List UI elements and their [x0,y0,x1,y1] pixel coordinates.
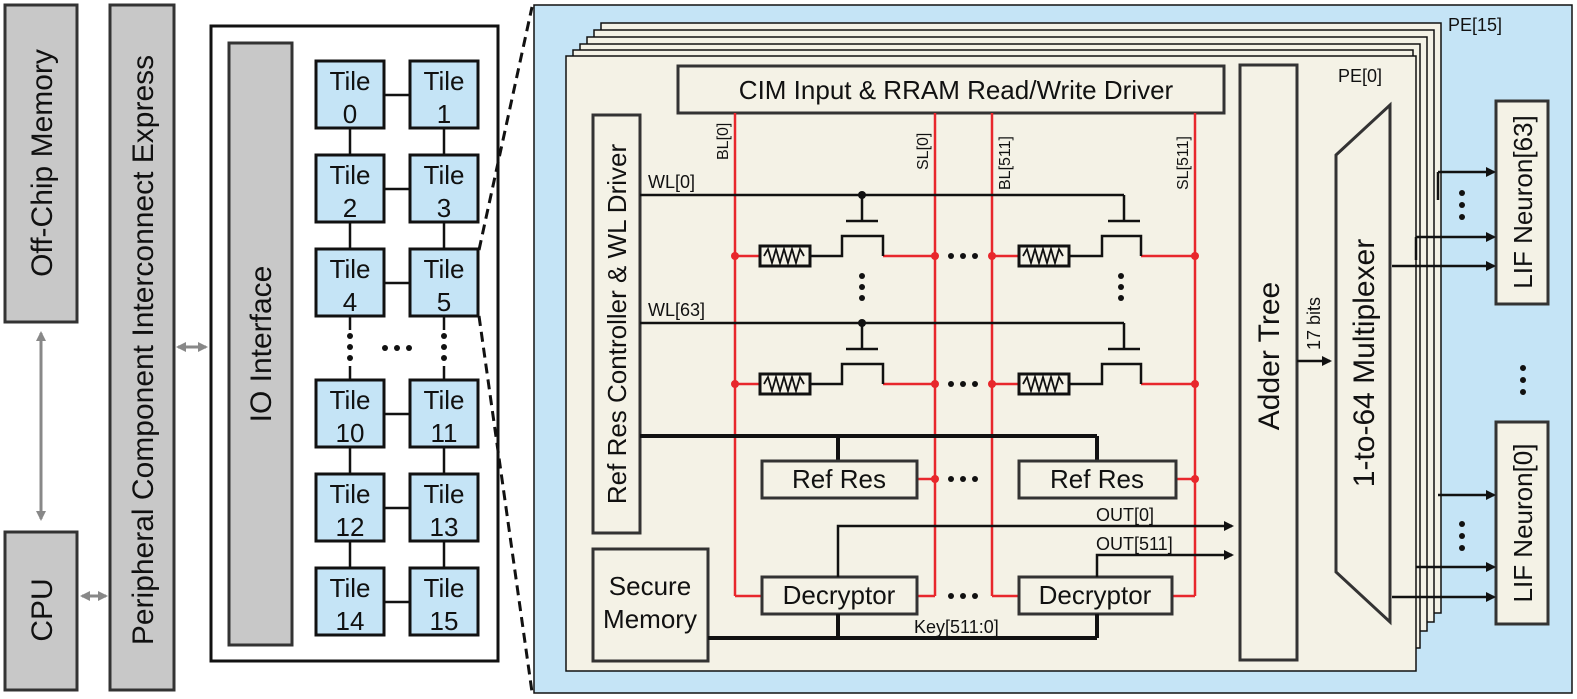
bitline-wires [733,113,1197,598]
tile-word: Tile [330,573,371,603]
key-label: Key[511:0] [914,617,999,637]
tile: Tile 10 [314,378,386,449]
wordline-junctions [858,191,866,327]
ref-res-label: Ref Res [1050,464,1144,494]
tile-word: Tile [424,573,465,603]
ref-res-controller-label: Ref Res Controller & WL Driver [602,144,632,505]
neuron-input-arrows [1392,167,1496,602]
pe15-label: PE[15] [1448,15,1502,35]
tile-number: 3 [437,193,451,223]
off-chip-memory-label: Off-Chip Memory [26,49,59,277]
tile: Tile 4 [314,247,386,318]
multiplexer-block: 1-to-64 Multiplexer [1334,101,1392,626]
decryptor-block: Decryptor [760,575,919,616]
tile-word: Tile [424,160,465,190]
multiplexer-label: 1-to-64 Multiplexer [1348,239,1381,487]
tile: Tile 5 [408,247,480,318]
bitline-label: SL[0] [915,133,932,170]
tile-word: Tile [424,479,465,509]
io-interface-block: IO Interface [227,41,294,647]
tile: Tile 2 [314,153,386,224]
tile-ellipsis [347,333,447,361]
lif-neuron-label: LIF Neuron[0] [1508,444,1538,603]
tile-number: 15 [430,606,459,636]
tile-word: Tile [424,385,465,415]
bit-width-label: 17 bits [1304,297,1324,350]
tile-number: 5 [437,287,451,317]
rram-cell [758,338,885,396]
ref-res-label: Ref Res [792,464,886,494]
cpu-label: CPU [26,578,59,641]
tile: Tile 15 [408,566,480,637]
off-chip-memory-block: Off-Chip Memory [3,3,79,324]
bitline-label: BL[0] [715,123,732,160]
output-label: OUT[511] [1096,534,1173,554]
decryptor-block: Decryptor [1017,575,1174,616]
pcie-block: Peripheral Component Interconnect Expres… [108,3,176,692]
rram-cell [1017,210,1143,268]
bitline-junctions [731,252,1199,483]
bitline-label: BL[511] [997,136,1014,190]
ref-res-block: Ref Res [1017,459,1178,500]
wordline-label: WL[63] [648,300,705,320]
tile-number: 4 [343,287,357,317]
tile: Tile 11 [408,378,480,449]
tile-number: 2 [343,193,357,223]
tile: Tile 0 [314,59,386,130]
tile-word: Tile [424,66,465,96]
tile-number: 1 [437,99,451,129]
tile-word: Tile [330,66,371,96]
adder-tree-block: Adder Tree [1238,63,1299,662]
decryptor-label: Decryptor [1039,580,1152,610]
lif-neuron-block: LIF Neuron[63] [1494,99,1550,306]
tile-word: Tile [330,479,371,509]
cpu-block: CPU [3,530,79,692]
wordline-label: WL[0] [648,172,695,192]
tile-number: 14 [336,606,365,636]
tile-number: 13 [430,512,459,542]
zoom-line-top [477,6,534,251]
adder-tree-label: Adder Tree [1253,282,1286,430]
cim-driver-label: CIM Input & RRAM Read/Write Driver [739,75,1174,105]
io-interface-label: IO Interface [245,266,278,423]
decryptor-label: Decryptor [783,580,896,610]
pe0-label: PE[0] [1338,66,1382,86]
key-bus [708,614,1099,640]
tile-number: 0 [343,99,357,129]
rram-cell [1017,338,1143,396]
tile: Tile 14 [314,566,386,637]
tile-number: 12 [336,512,365,542]
ref-res-block: Ref Res [760,459,919,500]
tile: Tile 3 [408,153,480,224]
cim-driver-block: CIM Input & RRAM Read/Write Driver [676,64,1226,115]
secure-memory-label-line2: Memory [603,604,697,634]
tile: Tile 13 [408,472,480,543]
pcie-label: Peripheral Component Interconnect Expres… [127,55,160,645]
rram-cell [758,210,885,268]
tile-number: 10 [336,418,365,448]
bitline-label: SL[511] [1175,136,1192,190]
output-label: OUT[0] [1096,505,1154,525]
lif-neuron-label: LIF Neuron[63] [1508,115,1538,288]
output-wires [836,521,1234,577]
tile: Tile 1 [408,59,480,130]
tile-number: 11 [431,418,458,448]
secure-memory-label-line1: Secure [609,571,691,601]
secure-memory-block: Secure Memory [591,547,710,663]
lif-neuron-block: LIF Neuron[0] [1494,420,1550,626]
tile-word: Tile [330,385,371,415]
tile-connectors [348,93,446,604]
ref-res-controller-block: Ref Res Controller & WL Driver [591,113,642,535]
neuron-ellipsis [1459,190,1526,551]
tile: Tile 12 [314,472,386,543]
tile-word: Tile [424,254,465,284]
array-ellipsis [859,253,1124,599]
tile-word: Tile [330,160,371,190]
control-bus [640,434,1099,461]
tile-word: Tile [330,254,371,284]
